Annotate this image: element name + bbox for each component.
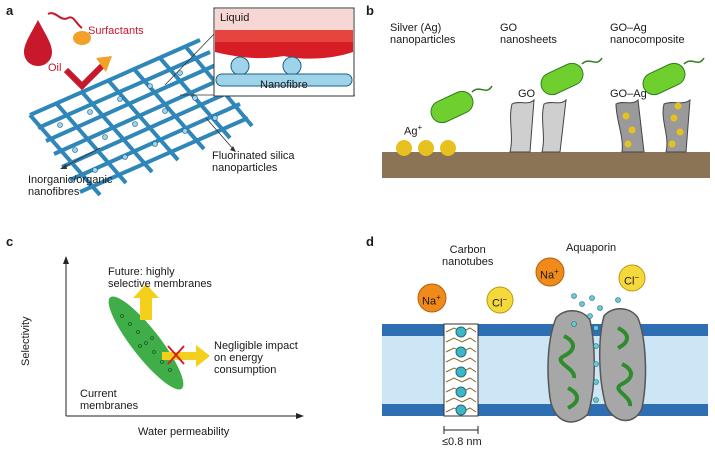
membrane-channels-illustration (382, 257, 708, 434)
inset-particle-right (282, 56, 302, 76)
x-axis-label: Water permeability (138, 426, 230, 438)
current-label: Current membranes (80, 388, 139, 412)
panel-c: c Future: highly selective membranes Neg… (0, 228, 360, 456)
cl-text: Cl (492, 297, 503, 310)
go-label: GO (518, 88, 536, 100)
panel-d: d (360, 228, 715, 456)
selectivity-permeability-plot (63, 256, 304, 419)
negligible-label: Negligible impact on energy consumption (214, 340, 298, 376)
oil-label: Oil (48, 62, 62, 74)
surfactants-label: Surfactants (88, 25, 144, 37)
y-axis-label: Selectivity (20, 316, 32, 366)
scale-label: ≤0.8 nm (442, 436, 482, 448)
membrane-water-region (382, 324, 708, 416)
go-ag-label: GO–Ag (610, 88, 647, 100)
bacterium-icon (540, 57, 603, 96)
cl-text-2: Cl (624, 275, 635, 288)
surfactant-head-icon (73, 31, 91, 45)
ag-plus-label: Ag+ (404, 122, 422, 138)
na-label: Na+ (422, 292, 441, 308)
na-charge-2: + (554, 267, 559, 276)
surfactant-tail-icon (47, 12, 83, 29)
negligible-arrow-icon (162, 345, 210, 367)
carbon-nanotube-icon (443, 323, 479, 417)
cl-ion-icon-2 (618, 264, 646, 292)
panel-a: a (0, 0, 360, 225)
oil-repelled-arrow-icon (63, 63, 105, 91)
nanofibre-mesh (28, 38, 254, 197)
nanoparticle-dots (57, 70, 218, 173)
na-ion-icon-2 (535, 257, 565, 287)
na-text-2: Na (540, 269, 555, 282)
membrane-bottom-band (382, 404, 708, 416)
cl-charge-2: − (634, 273, 640, 282)
panel-b-label: b (366, 3, 374, 18)
antibacterial-illustration (382, 57, 710, 178)
membrane-top-band (382, 324, 708, 336)
panel-a-label: a (6, 3, 14, 18)
carbon-nanotubes-label: Carbon nanotubes (442, 244, 494, 268)
inset-nanofibre-icon (215, 73, 353, 87)
inset-particle-left (230, 56, 250, 76)
cl-ion-icon (486, 286, 514, 314)
cl-charge: − (502, 295, 508, 304)
oil-drop-icon (24, 20, 52, 66)
na-label-2: Na+ (540, 266, 559, 282)
cl-label-2: Cl− (624, 272, 639, 288)
na-charge: + (436, 293, 441, 302)
silver-particle (396, 140, 412, 156)
inset-nanofibre-label: Nanofibre (260, 79, 308, 91)
aquaporin-label: Aquaporin (566, 242, 617, 254)
future-label: Future: highly selective membranes (108, 266, 212, 290)
bacterium-icon (430, 85, 493, 124)
bacterium-icon (642, 57, 705, 96)
ag-plus-charge: + (417, 123, 423, 132)
cl-label: Cl− (492, 294, 507, 310)
go-sheets-label: GO nanosheets (500, 22, 557, 46)
nanofibres-label: Inorganic/organic nanofibres (28, 174, 113, 198)
ag-plus-text: Ag (404, 125, 418, 138)
soil-surface (382, 152, 710, 178)
panel-c-label: c (6, 234, 14, 249)
go-sheet-icon (509, 98, 535, 153)
oil-filtration-illustration (24, 7, 355, 197)
fluorinated-label: Fluorinated silica nanoparticles (212, 150, 295, 174)
panel-d-label: d (366, 234, 374, 249)
na-text: Na (422, 295, 437, 308)
go-ag-composite-label: GO–Ag nanocomposite (610, 22, 685, 46)
panel-b: b Silver (Ag) nanopart (360, 0, 715, 225)
future-arrow-icon (133, 284, 159, 320)
inset-liquid-label: Liquid (220, 12, 250, 24)
aquaporin-protein-icon (547, 310, 595, 423)
go-ag-sheet-icon (615, 98, 645, 153)
silver-label: Silver (Ag) nanoparticles (390, 22, 456, 46)
na-ion-icon (417, 283, 447, 313)
current-membranes-ellipse (108, 296, 184, 390)
